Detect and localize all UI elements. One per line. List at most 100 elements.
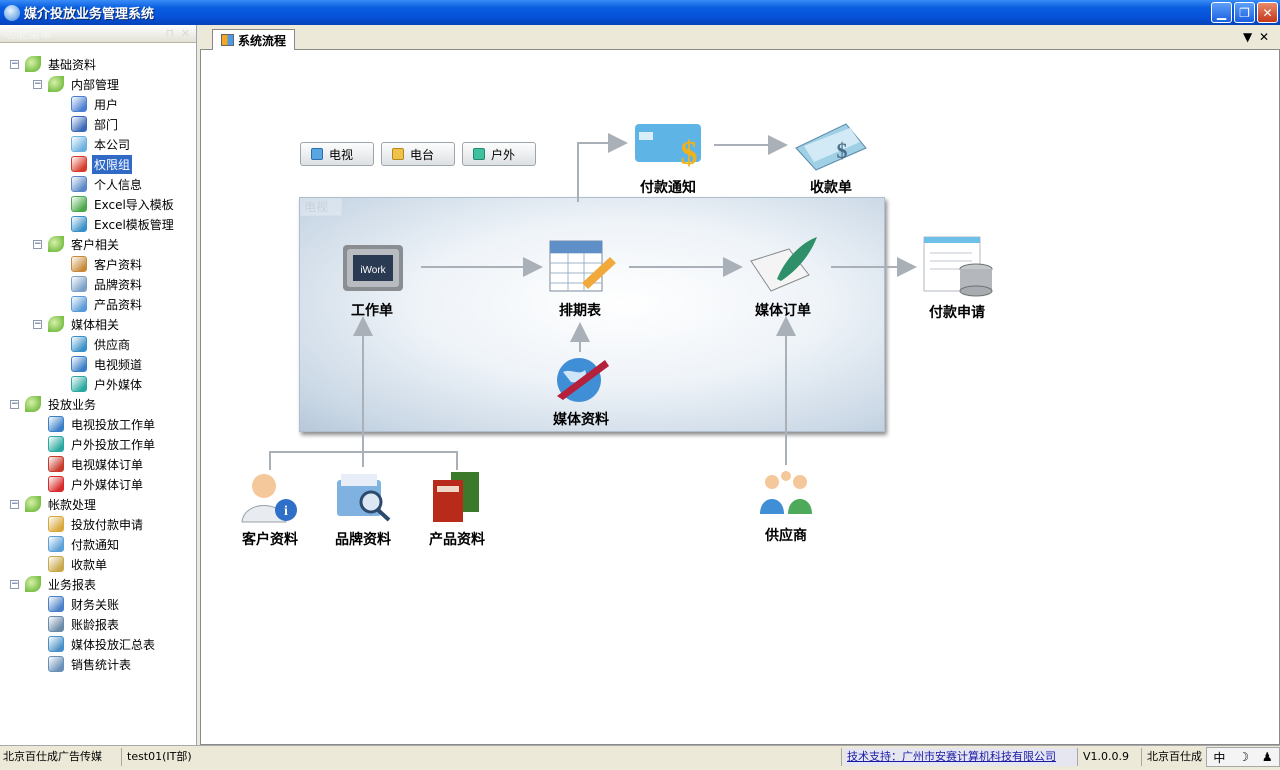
collapse-icon[interactable]: −	[33, 238, 42, 249]
sidebar-item[interactable]: 本公司	[71, 134, 132, 154]
sidebar-item[interactable]: − 内部管理	[33, 74, 121, 94]
tab-close-icon[interactable]: ✕	[1259, 30, 1270, 44]
tab-dropdown-icon[interactable]: ▼	[1243, 30, 1253, 44]
summary-report-icon	[48, 636, 64, 652]
tv-icon	[71, 356, 87, 372]
node-work-order[interactable]: iWork 工作单	[329, 235, 415, 320]
node-supplier-label: 供应商	[765, 528, 807, 544]
node-media-order-label: 媒体订单	[755, 303, 811, 319]
sidebar-item[interactable]: −投放业务	[10, 394, 98, 414]
node-customer-info[interactable]: i 客户资料	[231, 470, 309, 549]
group-icon	[71, 156, 87, 172]
sidebar-item[interactable]: −业务报表	[10, 574, 98, 594]
sidebar-item[interactable]: −客户相关	[33, 234, 121, 254]
sidebar-item[interactable]: 媒体投放汇总表	[48, 634, 157, 654]
flow-canvas: 电视 电台 户外 电视	[200, 50, 1280, 745]
node-payment-notice[interactable]: $ 付款通知	[627, 120, 709, 197]
sidebar-item-label: 媒体相关	[71, 317, 120, 332]
collapse-icon[interactable]: −	[10, 498, 19, 509]
sidebar-item[interactable]: 户外媒体订单	[48, 474, 145, 494]
leaf-icon	[25, 396, 41, 412]
node-media-order[interactable]: 媒体订单	[741, 235, 825, 320]
sidebar-item[interactable]: 电视媒体订单	[48, 454, 145, 474]
ime-chinese-label[interactable]: 中	[1213, 750, 1226, 765]
sidebar-item[interactable]: − 基础资料	[10, 54, 98, 74]
sidebar-item[interactable]: 户外投放工作单	[48, 434, 157, 454]
sidebar-item-label: 账龄报表	[71, 617, 120, 632]
minimize-button[interactable]: ▁	[1211, 2, 1232, 23]
sidebar-item[interactable]: 品牌资料	[71, 274, 144, 294]
sidebar-item[interactable]: 户外媒体	[71, 374, 144, 394]
sidebar-item[interactable]: 客户资料	[71, 254, 144, 274]
media-tv-button[interactable]: 电视	[300, 142, 374, 166]
sidebar-item[interactable]: 电视频道	[71, 354, 144, 374]
collapse-icon[interactable]: −	[10, 578, 19, 589]
sidebar-item[interactable]: 投放付款申请	[48, 514, 145, 534]
collapse-icon[interactable]: −	[10, 58, 19, 69]
folder-search-icon	[337, 474, 391, 522]
leaf-icon	[48, 236, 64, 252]
pin-icon[interactable]: ⊓	[165, 27, 174, 40]
sidebar-item-label: 电视频道	[94, 357, 143, 372]
sidebar-item[interactable]: 付款通知	[48, 534, 121, 554]
status-support-link[interactable]: 技术支持：广州市安赛计算机科技有限公司	[844, 748, 1078, 766]
node-payment-notice-label: 付款通知	[640, 180, 696, 196]
moon-icon[interactable]: ☽	[1238, 750, 1249, 764]
sidebar-item-label: 个人信息	[94, 177, 143, 192]
tab-label: 系统流程	[238, 33, 287, 48]
media-radio-button[interactable]: 电台	[381, 142, 455, 166]
node-brand-info[interactable]: 品牌资料	[325, 470, 401, 549]
sidebar-item[interactable]: 电视投放工作单	[48, 414, 157, 434]
user-info-icon: i	[241, 474, 297, 523]
sidebar-item[interactable]: 用户	[71, 94, 120, 114]
collapse-icon[interactable]: −	[10, 398, 19, 409]
sidebar-item[interactable]: Excel导入模板	[71, 194, 176, 214]
sidebar-item[interactable]: 权限组	[71, 154, 133, 174]
status-bar: 北京百仕成广告传媒 test01(IT部) 技术支持：广州市安赛计算机科技有限公…	[0, 745, 1280, 770]
sidebar-item[interactable]: 产品资料	[71, 294, 144, 314]
sidebar-item[interactable]: 个人信息	[71, 174, 144, 194]
sidebar-item-label: 基础资料	[48, 57, 97, 72]
main-area: 系统流程 ▼ ✕ 电视 电台 户外 电视	[200, 25, 1280, 745]
sidebar-item-label: 用户	[94, 97, 119, 112]
building-icon	[71, 376, 87, 392]
node-payment-request-label: 付款申请	[929, 305, 985, 321]
sidebar-item[interactable]: 部门	[71, 114, 120, 134]
node-media-info[interactable]: 媒体资料	[545, 352, 617, 429]
node-product-info[interactable]: 产品资料	[419, 470, 495, 549]
node-schedule[interactable]: 排期表	[541, 235, 619, 320]
media-outdoor-button[interactable]: 户外	[462, 142, 536, 166]
sidebar-item[interactable]: Excel模板管理	[71, 214, 176, 234]
status-company-short: 北京百仕成	[1147, 750, 1202, 763]
receipt-icon	[48, 556, 64, 572]
sidebar-item[interactable]: − 媒体相关	[33, 314, 121, 334]
flow-tab-icon	[221, 34, 234, 46]
node-payment-request[interactable]: 付款申请	[917, 235, 997, 322]
close-button[interactable]: ✕	[1257, 2, 1278, 23]
person-icon[interactable]: ♟	[1261, 750, 1273, 764]
node-schedule-label: 排期表	[559, 303, 601, 319]
user-icon	[71, 96, 87, 112]
node-receipt[interactable]: $ 收款单	[793, 120, 869, 197]
leaf-icon	[25, 56, 41, 72]
sidebar-item[interactable]: −帐款处理	[10, 494, 98, 514]
collapse-icon[interactable]: −	[33, 318, 42, 329]
restore-button[interactable]: ❐	[1234, 2, 1255, 23]
profile-icon	[71, 176, 87, 192]
sidebar-item-label: 财务关账	[71, 597, 120, 612]
sidebar-close-icon[interactable]: ✕	[180, 27, 190, 40]
tab-system-flow[interactable]: 系统流程	[212, 29, 296, 50]
product-icon	[71, 296, 87, 312]
sidebar-item[interactable]: 收款单	[48, 554, 109, 574]
ime-toolbar[interactable]: 中 ☽ ♟	[1206, 747, 1280, 767]
sidebar-header: 功能菜单 ⊓ ✕	[0, 25, 196, 43]
sidebar-item[interactable]: 供应商	[71, 334, 132, 354]
node-work-order-label: 工作单	[351, 303, 393, 319]
node-supplier[interactable]: 供应商	[747, 470, 825, 545]
home-icon	[71, 136, 87, 152]
sidebar-item-label: 内部管理	[71, 77, 120, 92]
collapse-icon[interactable]: −	[33, 78, 42, 89]
sidebar-item[interactable]: 销售统计表	[48, 654, 133, 674]
sidebar-item[interactable]: 财务关账	[48, 594, 121, 614]
sidebar-item[interactable]: 账龄报表	[48, 614, 121, 634]
